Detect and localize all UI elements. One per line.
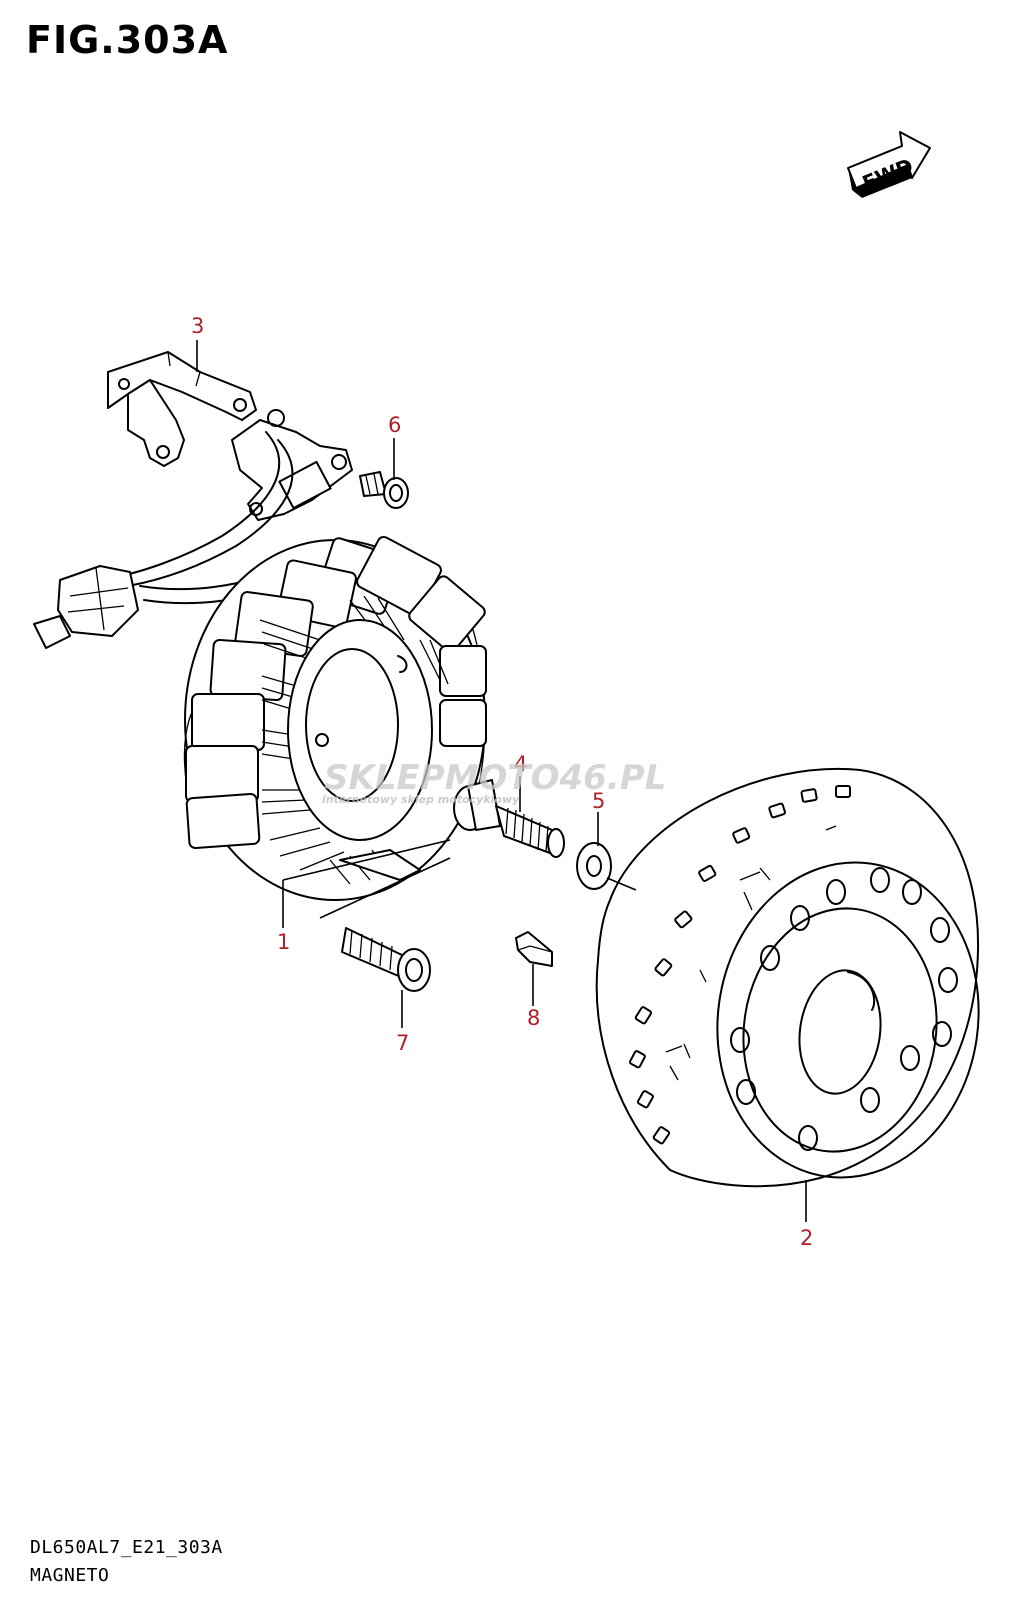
callout-4: 4 bbox=[514, 752, 527, 776]
rotor-bolt-part bbox=[453, 779, 565, 858]
svg-text:internetowy sklep motocyklowy: internetowy sklep motocyklowy bbox=[322, 793, 520, 806]
callout-2: 2 bbox=[800, 1226, 813, 1250]
bracket-part bbox=[107, 351, 257, 467]
svg-text:SKLEPMOTO46.PL: SKLEPMOTO46.PL bbox=[324, 758, 666, 798]
callout-1: 1 bbox=[277, 930, 290, 954]
callout-8: 8 bbox=[527, 1006, 540, 1030]
figure-name: MAGNETO bbox=[30, 1565, 110, 1586]
leader-lines bbox=[196, 340, 807, 1222]
rotor-part bbox=[595, 767, 980, 1188]
washer-part bbox=[576, 842, 612, 890]
figure-title: FIG.303A bbox=[26, 18, 229, 62]
key-part bbox=[515, 931, 553, 967]
figure-code: DL650AL7_E21_303A bbox=[30, 1537, 223, 1558]
watermark-logo: SKLEPMOTO46.PL internetowy sklep motocyk… bbox=[322, 758, 666, 806]
stator-bolt-part bbox=[341, 927, 431, 992]
wiring-harness-part bbox=[33, 409, 353, 649]
callout-6: 6 bbox=[388, 413, 401, 437]
callout-3: 3 bbox=[191, 314, 204, 338]
bracket-bolt-part bbox=[359, 471, 409, 509]
fwd-arrow-icon: FWD bbox=[847, 131, 931, 198]
callout-7: 7 bbox=[396, 1031, 409, 1055]
stator-part bbox=[183, 535, 487, 901]
callout-5: 5 bbox=[592, 789, 605, 813]
